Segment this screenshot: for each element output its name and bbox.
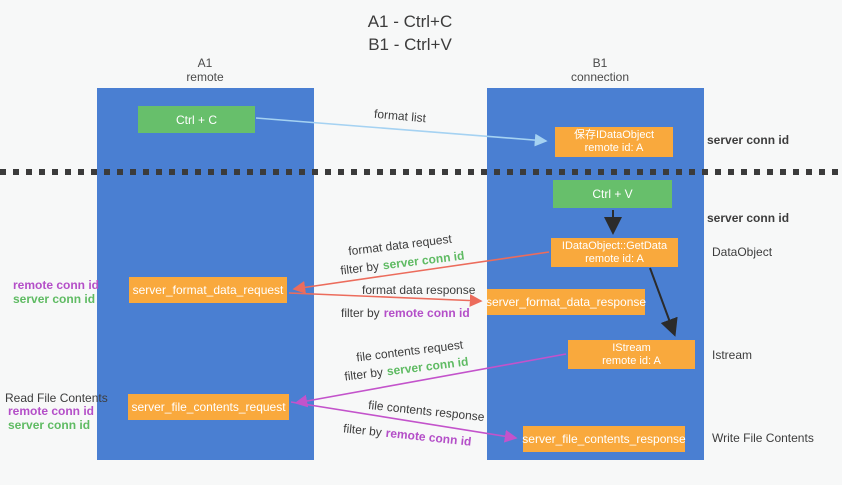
diagram-title: A1 - Ctrl+C B1 - Ctrl+V <box>320 10 500 56</box>
node-file-request-label: server_file_contents_request <box>131 400 286 414</box>
label-server-conn-id-mid-right: server conn id <box>707 211 790 225</box>
remote-conn-id-text: remote conn id <box>383 306 470 320</box>
node-istream-line1: IStream <box>612 341 651 354</box>
node-getdata-line2: remote id: A <box>585 252 644 265</box>
label-conn-ids-left-1: remote conn id server conn id <box>13 278 100 306</box>
node-ctrl-v: Ctrl + V <box>553 180 672 208</box>
lane-a1-name: A1 <box>197 56 213 70</box>
node-istream: IStream remote id: A <box>568 340 695 369</box>
node-ctrl-c-label: Ctrl + C <box>175 112 217 127</box>
node-save-idataobject-line1: 保存IDataObject <box>573 129 655 141</box>
label-filter-by-remote-conn-id-1: filter by remote conn id <box>341 306 470 320</box>
node-idataobject-getdata: IDataObject::GetData remote id: A <box>551 238 678 267</box>
node-server-file-contents-request: server_file_contents_request <box>128 394 289 420</box>
filter-by-text: filter by <box>339 258 380 278</box>
lane-b1-name: B1 <box>592 56 608 70</box>
node-format-response-label: server_format_data_response <box>485 295 647 309</box>
node-format-request-label: server_format_data_request <box>132 283 284 297</box>
node-server-format-data-request: server_format_data_request <box>129 277 287 303</box>
label-remote-conn-id-left-1: remote conn id <box>13 278 100 292</box>
node-istream-line2: remote id: A <box>602 354 661 367</box>
filter-by-text: filter by <box>343 364 384 384</box>
node-ctrl-v-label: Ctrl + V <box>592 187 633 201</box>
label-filter-by-remote-conn-id-2: filter by remote conn id <box>343 421 472 448</box>
label-file-contents-response: file contents response <box>367 397 486 425</box>
label-dataobject: DataObject <box>712 245 773 259</box>
node-file-response-label: server_file_contents_response <box>522 432 686 446</box>
node-getdata-line1: IDataObject::GetData <box>561 239 668 252</box>
lane-a1-role: remote <box>186 70 224 84</box>
label-istream: Istream <box>712 348 753 362</box>
lane-header-b1: B1 connection <box>545 56 655 84</box>
lane-b1-role: connection <box>570 70 630 84</box>
node-save-idataobject-line2: remote id: A <box>584 142 644 154</box>
node-server-format-data-response: server_format_data_response <box>485 289 647 315</box>
node-ctrl-c: Ctrl + C <box>138 106 255 133</box>
label-server-conn-id-top-right: server conn id <box>707 133 790 147</box>
label-server-conn-id-left-2: server conn id <box>8 418 91 432</box>
filter-by-text: filter by <box>342 421 383 440</box>
title-line-2: B1 - Ctrl+V <box>368 35 452 54</box>
remote-conn-id-text: remote conn id <box>385 425 473 449</box>
node-save-idataobject: 保存IDataObject remote id: A <box>555 127 673 157</box>
label-write-file-contents: Write File Contents <box>712 431 814 445</box>
label-server-conn-id-left-1: server conn id <box>13 292 96 306</box>
label-remote-conn-id-left-2: remote conn id <box>8 404 95 418</box>
label-read-file-contents: Read File Contents <box>5 391 108 405</box>
label-format-list: format list <box>373 106 427 126</box>
filter-by-text: filter by <box>341 306 380 320</box>
node-server-file-contents-response: server_file_contents_response <box>522 426 686 452</box>
title-line-1: A1 - Ctrl+C <box>367 12 453 31</box>
label-format-data-response: format data response <box>362 283 476 297</box>
label-conn-ids-left-2: remote conn id server conn id <box>8 404 95 432</box>
lane-header-a1: A1 remote <box>150 56 260 84</box>
